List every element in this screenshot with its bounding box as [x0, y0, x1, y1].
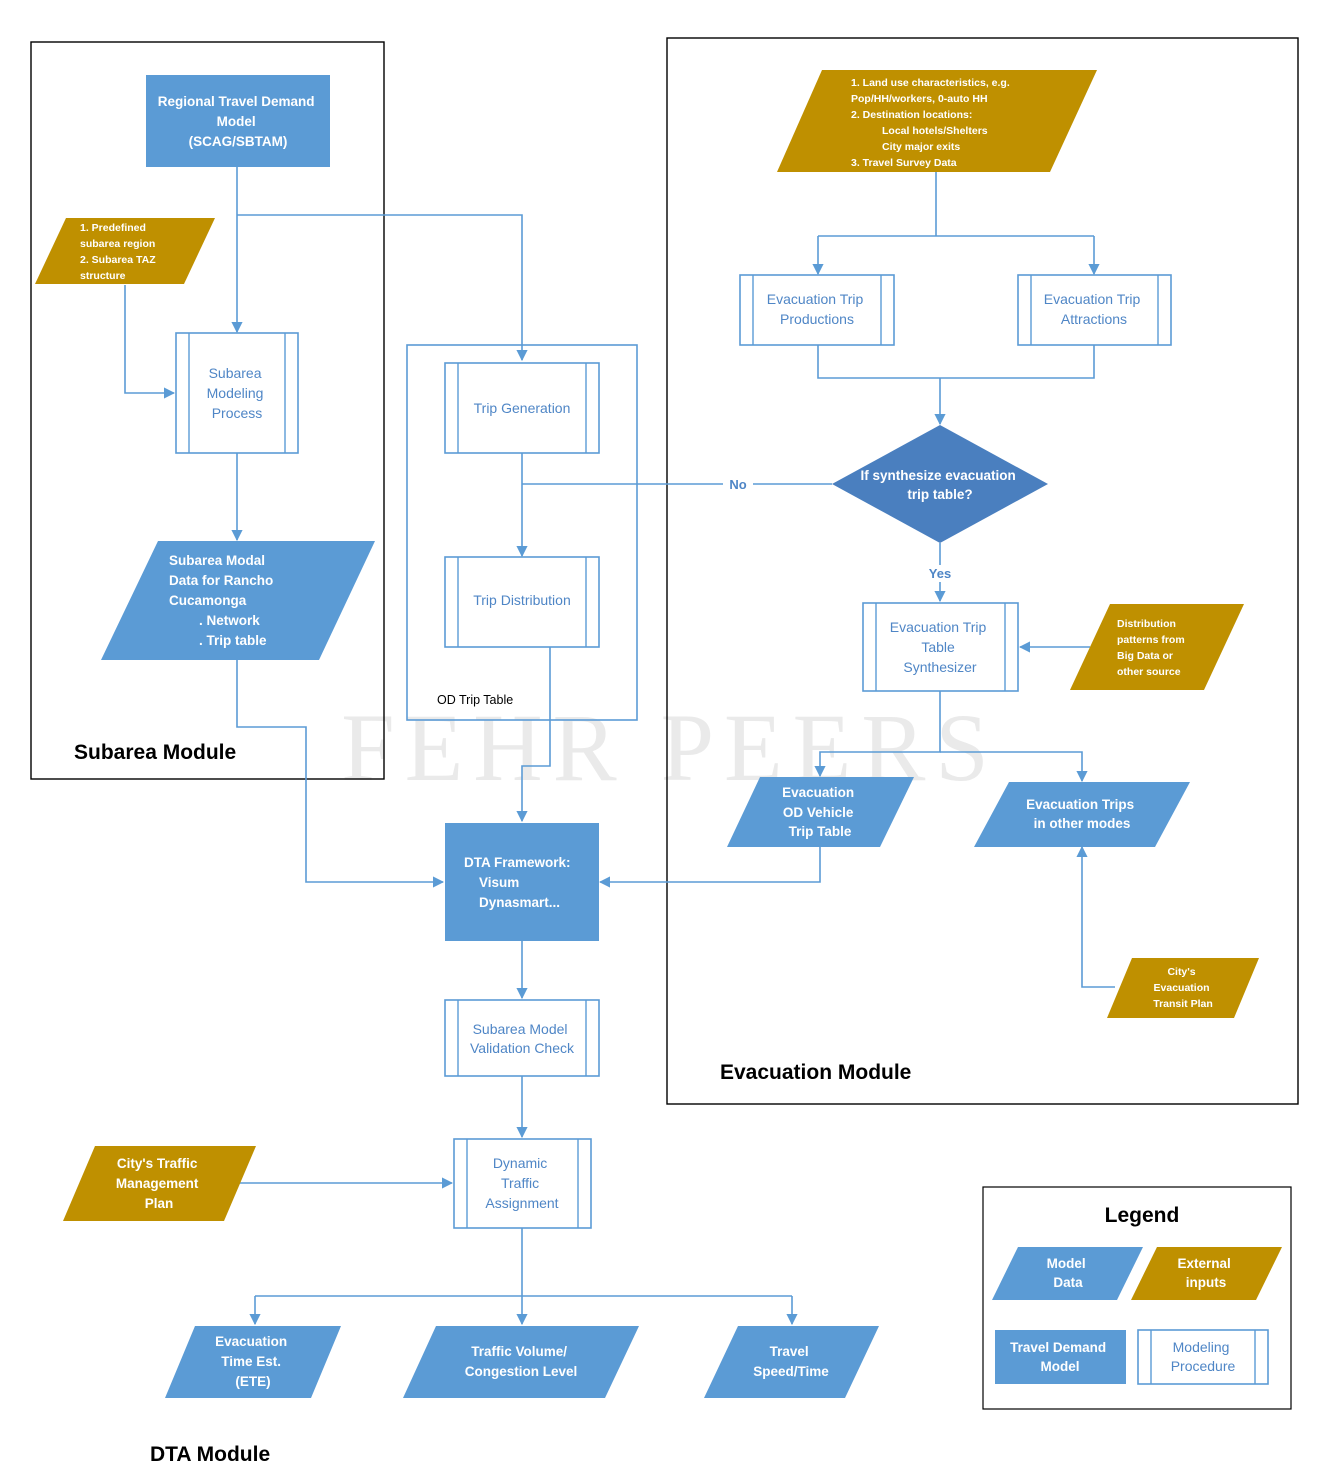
decision-no-label: No [729, 477, 746, 492]
distribution-patterns-shape [1070, 604, 1244, 690]
ete-shape [165, 1326, 341, 1398]
subarea-process-label: Subarea Modeling Process [207, 365, 268, 421]
regional-model-box [146, 75, 330, 167]
legend-modeling-procedure-box [1137, 1329, 1269, 1385]
evac-other-modes-label: Evacuation Trips in other modes [1026, 797, 1138, 831]
validation-box [444, 999, 600, 1077]
legend-frame [982, 1186, 1292, 1410]
evac-productions-box [739, 274, 895, 346]
dta-module-title: DTA Module [150, 1443, 270, 1466]
subarea-module-title: Subarea Module [74, 741, 236, 764]
decision-yes-label: Yes [929, 566, 951, 581]
trip-generation-label: Trip Generation [474, 400, 571, 416]
evac-inputs-label: 1. Land use characteristics, e.g. Pop/HH… [851, 77, 1013, 169]
evac-productions-label: Evacuation Trip Productions [767, 291, 867, 327]
legend-travel-demand-label: Travel Demand Model [1010, 1340, 1110, 1374]
synthesizer-label: Evacuation Trip Table Synthesizer [890, 619, 990, 675]
legend-model-data-shape [992, 1247, 1143, 1300]
ete-label: Evacuation Time Est. (ETE) [215, 1334, 291, 1389]
dta-framework-box [445, 823, 599, 941]
evac-od-vehicle-shape [727, 777, 914, 847]
decision-diamond [832, 425, 1048, 543]
dynamic-assignment-label: Dynamic Traffic Assignment [485, 1155, 558, 1211]
evac-attractions-box [1017, 274, 1172, 346]
legend-title: Legend [1105, 1204, 1180, 1227]
traffic-plan-label: City's Traffic Management Plan [116, 1156, 202, 1211]
traffic-volume-label: Traffic Volume/ Congestion Level [465, 1344, 578, 1379]
traffic-plan-shape [63, 1146, 256, 1221]
od-trip-table-label: OD Trip Table [437, 693, 513, 707]
traffic-volume-shape [403, 1326, 639, 1398]
subarea-modal-data-shape [101, 541, 375, 660]
subarea-inputs-label: 1. Predefined subarea region 2. Subarea … [80, 222, 159, 282]
evac-inputs-shape [777, 70, 1097, 172]
evacuation-module-title: Evacuation Module [720, 1061, 911, 1084]
trip-distribution-box [444, 556, 600, 648]
evacuation-module-frame [666, 37, 1299, 1105]
travel-speed-shape [704, 1326, 879, 1398]
dta-framework-label: DTA Framework: Visum Dynasmart... [464, 855, 574, 910]
synthesizer-box [862, 602, 1019, 692]
legend-external-inputs-shape [1131, 1247, 1282, 1300]
legend-travel-demand-box [995, 1330, 1126, 1384]
subarea-modal-data-label: Subarea Modal Data for Rancho Cucamonga … [169, 553, 277, 648]
subarea-module-frame [30, 41, 385, 780]
transit-plan-label: City's Evacuation Transit Plan [1153, 966, 1213, 1010]
evac-attractions-label: Evacuation Trip Attractions [1044, 291, 1144, 327]
regional-model-label: Regional Travel Demand Model (SCAG/SBTAM… [158, 94, 319, 149]
legend-external-inputs-label: External inputs [1177, 1256, 1234, 1290]
validation-label: Subarea Model Validation Check [470, 1021, 575, 1056]
dynamic-assignment-box [453, 1138, 592, 1229]
legend-model-data-label: Model Data [1047, 1256, 1090, 1290]
travel-speed-label: Travel Speed/Time [753, 1344, 829, 1379]
decision-label: If synthesize evacuation trip table? [860, 468, 1019, 502]
evac-od-vehicle-label: Evacuation OD Vehicle Trip Table [782, 785, 858, 839]
subarea-process-box [175, 332, 299, 454]
trip-distribution-label: Trip Distribution [473, 592, 571, 608]
legend-modeling-procedure-label: Modeling Procedure [1171, 1339, 1236, 1374]
trip-generation-box [444, 362, 600, 454]
transit-plan-shape [1107, 958, 1259, 1018]
subarea-inputs-shape [35, 218, 215, 284]
evac-other-modes-shape [974, 782, 1190, 847]
distribution-patterns-label: Distribution patterns from Big Data or o… [1117, 618, 1188, 678]
connectors [124, 167, 1115, 1326]
